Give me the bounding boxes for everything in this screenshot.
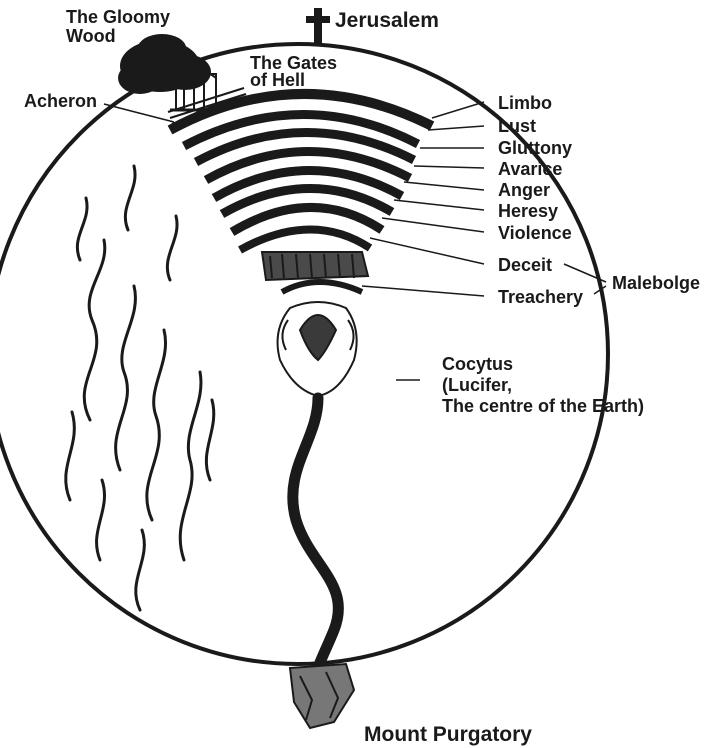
label-gates-of-hell: The Gates of Hell (250, 55, 337, 89)
label-anger: Anger (498, 181, 550, 200)
leader-avarice (414, 166, 484, 168)
leader-deceit (370, 238, 484, 264)
label-mount-purgatory: Mount Purgatory (364, 724, 532, 746)
label-lust: Lust (498, 117, 536, 136)
leader-malebolge-top (564, 264, 606, 282)
leader-limbo (432, 102, 484, 118)
latin-cross-icon (306, 8, 330, 44)
label-heresy: Heresy (498, 202, 558, 221)
label-violence: Violence (498, 224, 572, 243)
label-cocytus: Cocytus (Lucifer, The centre of the Eart… (442, 354, 644, 417)
path-to-purgatory (293, 398, 339, 676)
label-malebolge: Malebolge (612, 274, 700, 293)
label-jerusalem: Jerusalem (335, 10, 439, 32)
flames (66, 166, 214, 610)
label-acheron: Acheron (24, 92, 97, 111)
cocytus-lucifer (278, 302, 357, 396)
label-gloomy-wood: The Gloomy Wood (66, 8, 170, 46)
malebolge-pit (262, 252, 368, 292)
leader-violence (382, 218, 484, 232)
label-limbo: Limbo (498, 94, 552, 113)
label-deceit: Deceit (498, 256, 552, 275)
label-treachery: Treachery (498, 288, 583, 307)
label-avarice: Avarice (498, 160, 562, 179)
circles-of-hell (170, 94, 432, 250)
leader-acheron (104, 104, 174, 122)
mount-purgatory-rock (290, 664, 354, 728)
label-gluttony: Gluttony (498, 139, 572, 158)
leader-heresy (394, 200, 484, 210)
leader-lust (428, 126, 484, 130)
leader-anger (404, 182, 484, 190)
leader-treachery (362, 286, 484, 296)
